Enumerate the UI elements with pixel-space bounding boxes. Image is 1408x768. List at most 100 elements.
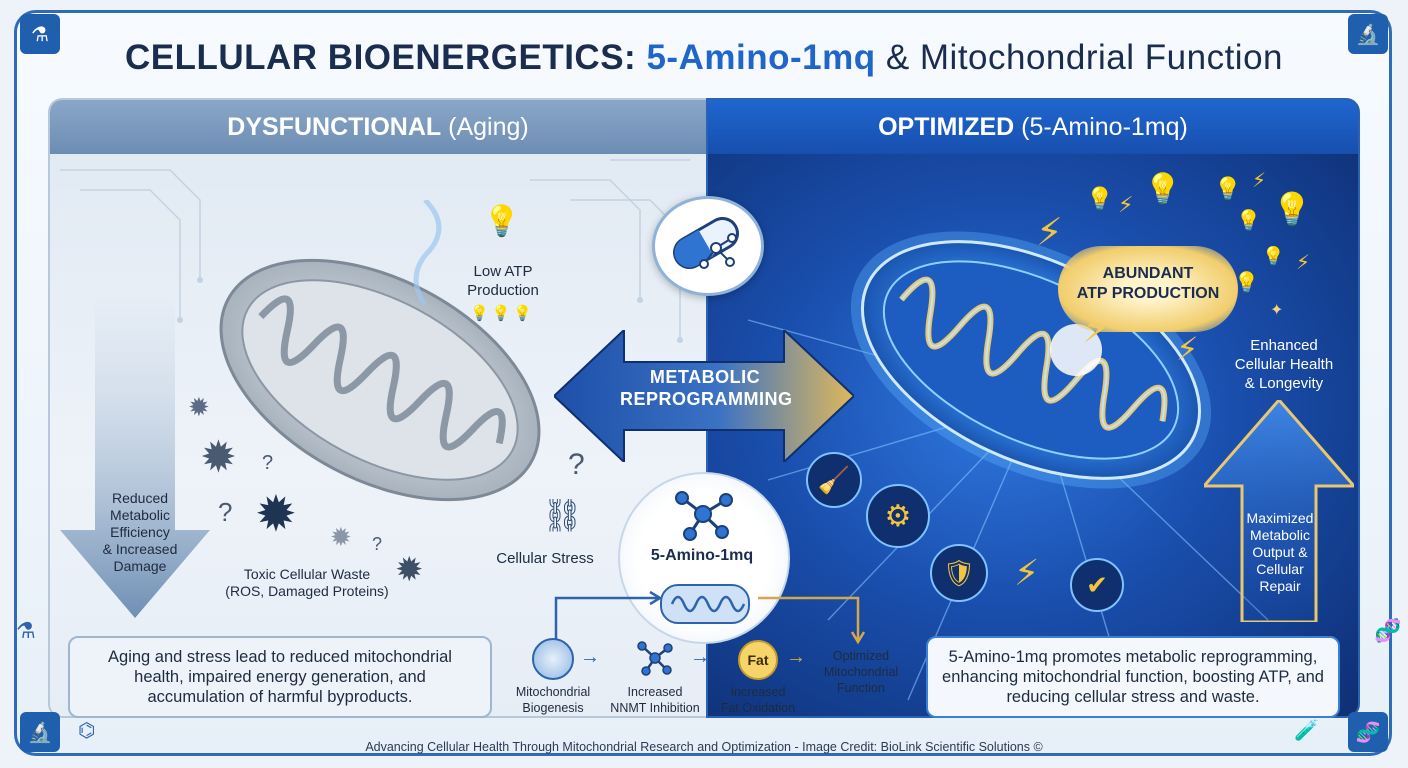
arrow-right-icon-2: → [690,646,710,668]
title-compound: 5-Amino-1mq [646,38,876,77]
dim-bulbs-icon: 💡💡💡 [470,305,536,322]
bulb-icon-2: 💡 [1144,173,1182,206]
broken-chain-icon: ⛓ [542,497,583,533]
step3-line1: Increased [730,685,786,699]
lightning-icon-4: ⚡ [1296,252,1311,274]
step-biogenesis: Mitochondrial Biogenesis [498,684,608,716]
test-tubes-icon: 🧪 [1294,720,1319,742]
arrow-right-icon-1: → [580,646,600,668]
step2-line1: Increased [627,685,683,699]
toxic-line1: Toxic Cellular Waste [243,566,371,582]
lightning-icon-5: ⚡ [1176,331,1199,367]
virus-icon-1: ✹ [188,392,210,422]
fat-badge: Fat [738,640,778,680]
arrow-label-line1: METABOLIC [649,367,761,387]
metabolic-reprogramming-label: METABOLIC REPROGRAMMING [620,366,793,410]
virus-icon-4: ✹ [395,551,424,589]
compound-label: 5-Amino-1mq [650,547,754,564]
low-atp-line2: Production [467,282,539,299]
arrow-right-icon-3: → [786,646,806,668]
enhanced-line2: Cellular Health [1234,356,1334,373]
smoke-wisp [413,200,442,307]
question-mark-3: ? [372,534,383,554]
down-arrow-line3: Efficiency [110,524,170,540]
down-arrow [60,300,210,618]
bulb-icon-7: 💡 [1234,272,1259,294]
step2-line2: NNMT Inhibition [610,701,700,715]
title-part1: CELLULAR BIOENERGETICS: [124,38,637,77]
step3-line2: Fat Oxidation [720,701,796,715]
up-arrow-line3: Output & [1252,544,1308,560]
capsule-icon [673,217,739,269]
dna-bottom-icon: 🧬 [1348,712,1388,752]
biogenesis-icon [532,638,574,680]
optimized-summary: 5-Amino-1mq promotes metabolic reprogram… [926,636,1340,718]
lightning-icon-2: ⚡ [1118,192,1134,217]
molecule-icon [675,491,733,541]
down-arrow-label: Reduced Metabolic Efficiency & Increased… [80,490,200,575]
down-arrow-line4: & Increased [102,541,178,557]
bulb-icon-5: 💡 [1236,210,1261,232]
flask-side-icon: ⚗ [16,618,36,643]
metabolic-reprogramming-arrow [554,330,854,462]
down-arrow-line5: Damage [113,558,167,574]
dysfunctional-summary: Aging and stress lead to reduced mitocho… [68,636,492,718]
lightning-icon-1: ⚡ [1036,212,1063,254]
dysfunctional-header: DYSFUNCTIONAL (Aging) [50,100,706,154]
lightning-icon-3: ⚡ [1252,170,1267,192]
dysfunctional-mitochondrion [219,258,541,502]
enhanced-line1: Enhanced [1250,337,1318,354]
up-arrow-line4: Cellular [1256,561,1304,577]
up-arrow-label: Maximized Metabolic Output & Cellular Re… [1230,510,1330,595]
question-mark-2: ? [218,497,233,527]
result-line3: Function [837,681,885,695]
question-mark-1: ? [262,452,274,474]
up-arrow [1204,400,1354,622]
page-title: CELLULAR BIOENERGETICS: 5-Amino-1mq & Mi… [0,38,1408,78]
pathway-connectors [554,590,866,645]
down-arrow-line1: Reduced [111,490,169,506]
nnmt-molecule-icon [637,641,673,676]
footer-credit: Advancing Cellular Health Through Mitoch… [365,740,1043,754]
up-arrow-line2: Metabolic [1250,527,1310,543]
molecule-bottom-icon: ⌬ [78,720,96,742]
virus-icon-3: ✹ [330,522,352,552]
enhanced-line3: & Longevity [1244,375,1324,392]
lightbulb-icon: 💡 [483,205,521,238]
optimized-header-bold: OPTIMIZED [878,112,1015,141]
arrow-label-line2: REPROGRAMMING [620,389,793,409]
angry-virus-icon: ✹ [255,486,297,542]
up-arrow-line5: Repair [1259,578,1301,594]
bulb-icon-1: 💡 [1086,186,1114,211]
step-fat-oxidation: Increased Fat Oxidation [706,684,810,716]
result-line2: Mitochondrial [823,665,899,679]
sparkle-icon: ✦ [1270,302,1284,319]
title-part3: & Mitochondrial Function [885,38,1284,77]
dysfunctional-header-bold: DYSFUNCTIONAL [227,112,442,141]
atp-burst [1058,246,1238,332]
bulb-icon-3: 💡 [1214,176,1242,201]
toxic-line2: (ROS, Damaged Proteins) [225,583,389,599]
dysfunctional-header-rest: (Aging) [448,112,529,141]
optimized-summary-text: 5-Amino-1mq promotes metabolic reprogram… [942,648,1324,706]
lightning-icon-7: ⚡ [1014,552,1040,593]
down-arrow-line2: Metabolic [110,507,170,523]
mitochondrion-mini-icon [660,584,750,624]
microscope-bottom-icon: 🔬 [20,712,60,752]
step-result: Optimized Mitochondrial Function [808,648,914,696]
step-nnmt: Increased NNMT Inhibition [600,684,710,716]
checkmark-icon: ✔ [1070,558,1124,612]
step1-line1: Mitochondrial [515,685,591,699]
abundant-line1: ABUNDANT [1102,265,1194,282]
bulb-icon-6: 💡 [1262,246,1285,266]
low-atp-line1: Low ATP [473,263,533,280]
toxic-waste-label: Toxic Cellular Waste (ROS, Damaged Prote… [212,566,402,600]
broom-icon: 🧹 [806,452,862,508]
optimized-header-rest: (5-Amino-1mq) [1021,112,1188,141]
abundant-atp-label: ABUNDANT ATP PRODUCTION [1060,264,1236,304]
enhanced-health-label: Enhanced Cellular Health & Longevity [1214,336,1354,393]
abundant-line2: ATP PRODUCTION [1076,285,1220,302]
microscope-icon: 🔬 [1348,14,1388,54]
dna-side-icon: 🧬 [1374,618,1402,643]
up-arrow-line1: Maximized [1246,510,1314,526]
